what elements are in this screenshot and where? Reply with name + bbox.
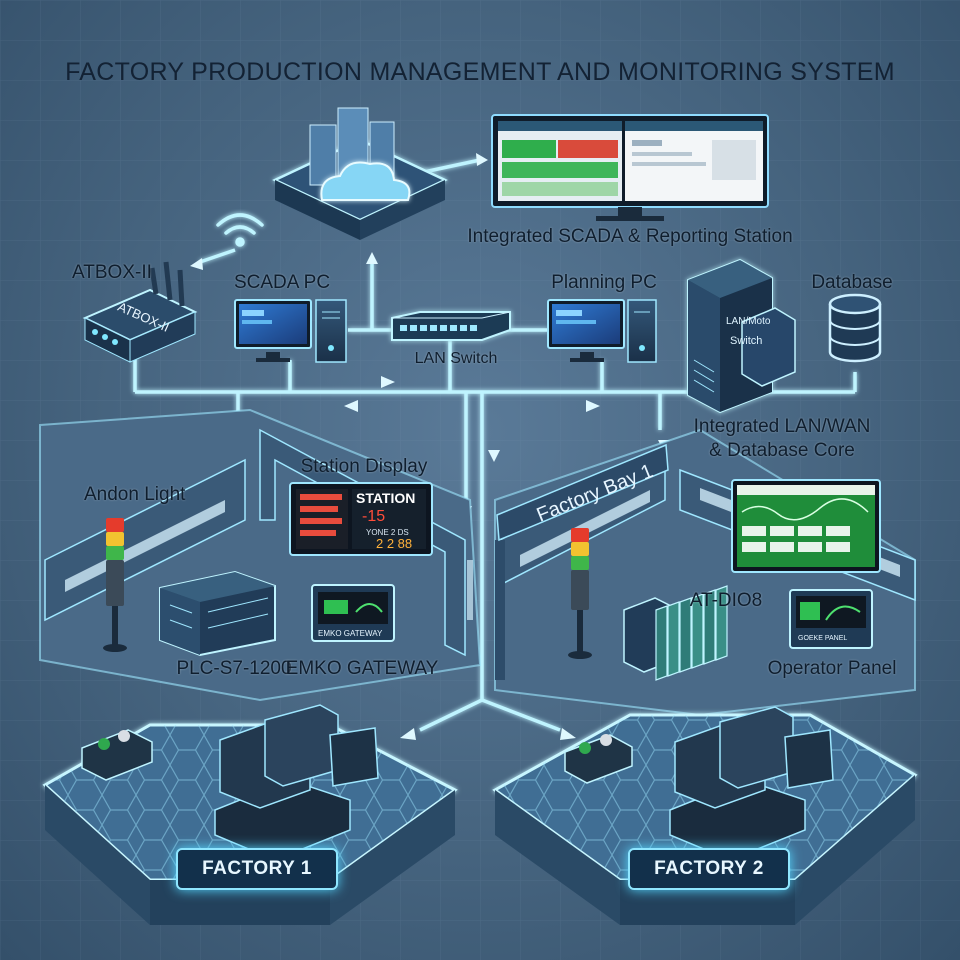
core-device-text-2: Switch [730,335,762,347]
andon-tower-icon-2 [568,528,592,659]
factory-1-badge: FACTORY 1 [176,848,338,890]
scada-pc-label: SCADA PC [233,272,331,293]
server-rack-icon [687,258,796,414]
core-label-line-1: Integrated LAN/WAN [693,416,871,437]
factory-2-button-box [564,734,633,784]
lan-switch-icon [391,311,511,341]
io-module-icon [623,585,728,681]
factory-2-machine [669,706,834,861]
emko-gateway-label: EMKO GATEWAY [285,658,439,679]
core-label-line-2: & Database Core [709,440,855,461]
factory-2-badge: FACTORY 2 [628,848,790,890]
bay-2-dashboard-screen [731,479,881,573]
operator-panel-device-text: GOEKE PANEL [798,635,847,642]
router-icon [82,261,198,363]
core-device-text-1: LAN/Moto [726,316,771,327]
andon-tower-icon-1 [103,518,127,652]
factory-1-button-box [81,729,153,781]
operator-panel-label: Operator Panel [767,658,897,679]
scada-station-monitor [491,114,769,221]
hmi-panel-icon [789,589,873,649]
station-display-label: Station Display [300,456,428,477]
scada-pc-icon [234,299,347,363]
station-display-screen [289,482,433,556]
plc-label: PLC-S7-1200 [176,658,292,679]
station-display-value: -15 [362,508,385,525]
factory-bay-sign [496,443,669,542]
plc-icon [159,570,276,657]
cloud-server-icon [272,107,448,240]
station-display-sub: YONE 2 DS [366,528,409,537]
database-icon [828,293,882,363]
at-dio8-label: AT-DIO8 [689,590,763,611]
scada-station-label: Integrated SCADA & Reporting Station [467,226,793,247]
emko-device-text: EMKO GATEWAY [318,629,383,638]
lan-switch-label: LAN Switch [414,350,498,367]
page-title: FACTORY PRODUCTION MANAGEMENT AND MONITO… [65,58,895,86]
flow-arrows [190,153,670,740]
database-label: Database [811,272,893,293]
station-display-nums: 2 2 88 [376,536,412,551]
gateway-icon [311,584,395,642]
factory-1-walls [44,428,473,657]
station-display-title: STATION [356,490,415,506]
planning-pc-icon [547,299,657,363]
atbox-label: ATBOX-II [72,262,152,283]
planning-pc-label: Planning PC [551,272,657,293]
factory-1-machine [214,704,379,861]
andon-light-label: Andon Light [84,484,186,505]
wifi-icon [216,213,264,247]
